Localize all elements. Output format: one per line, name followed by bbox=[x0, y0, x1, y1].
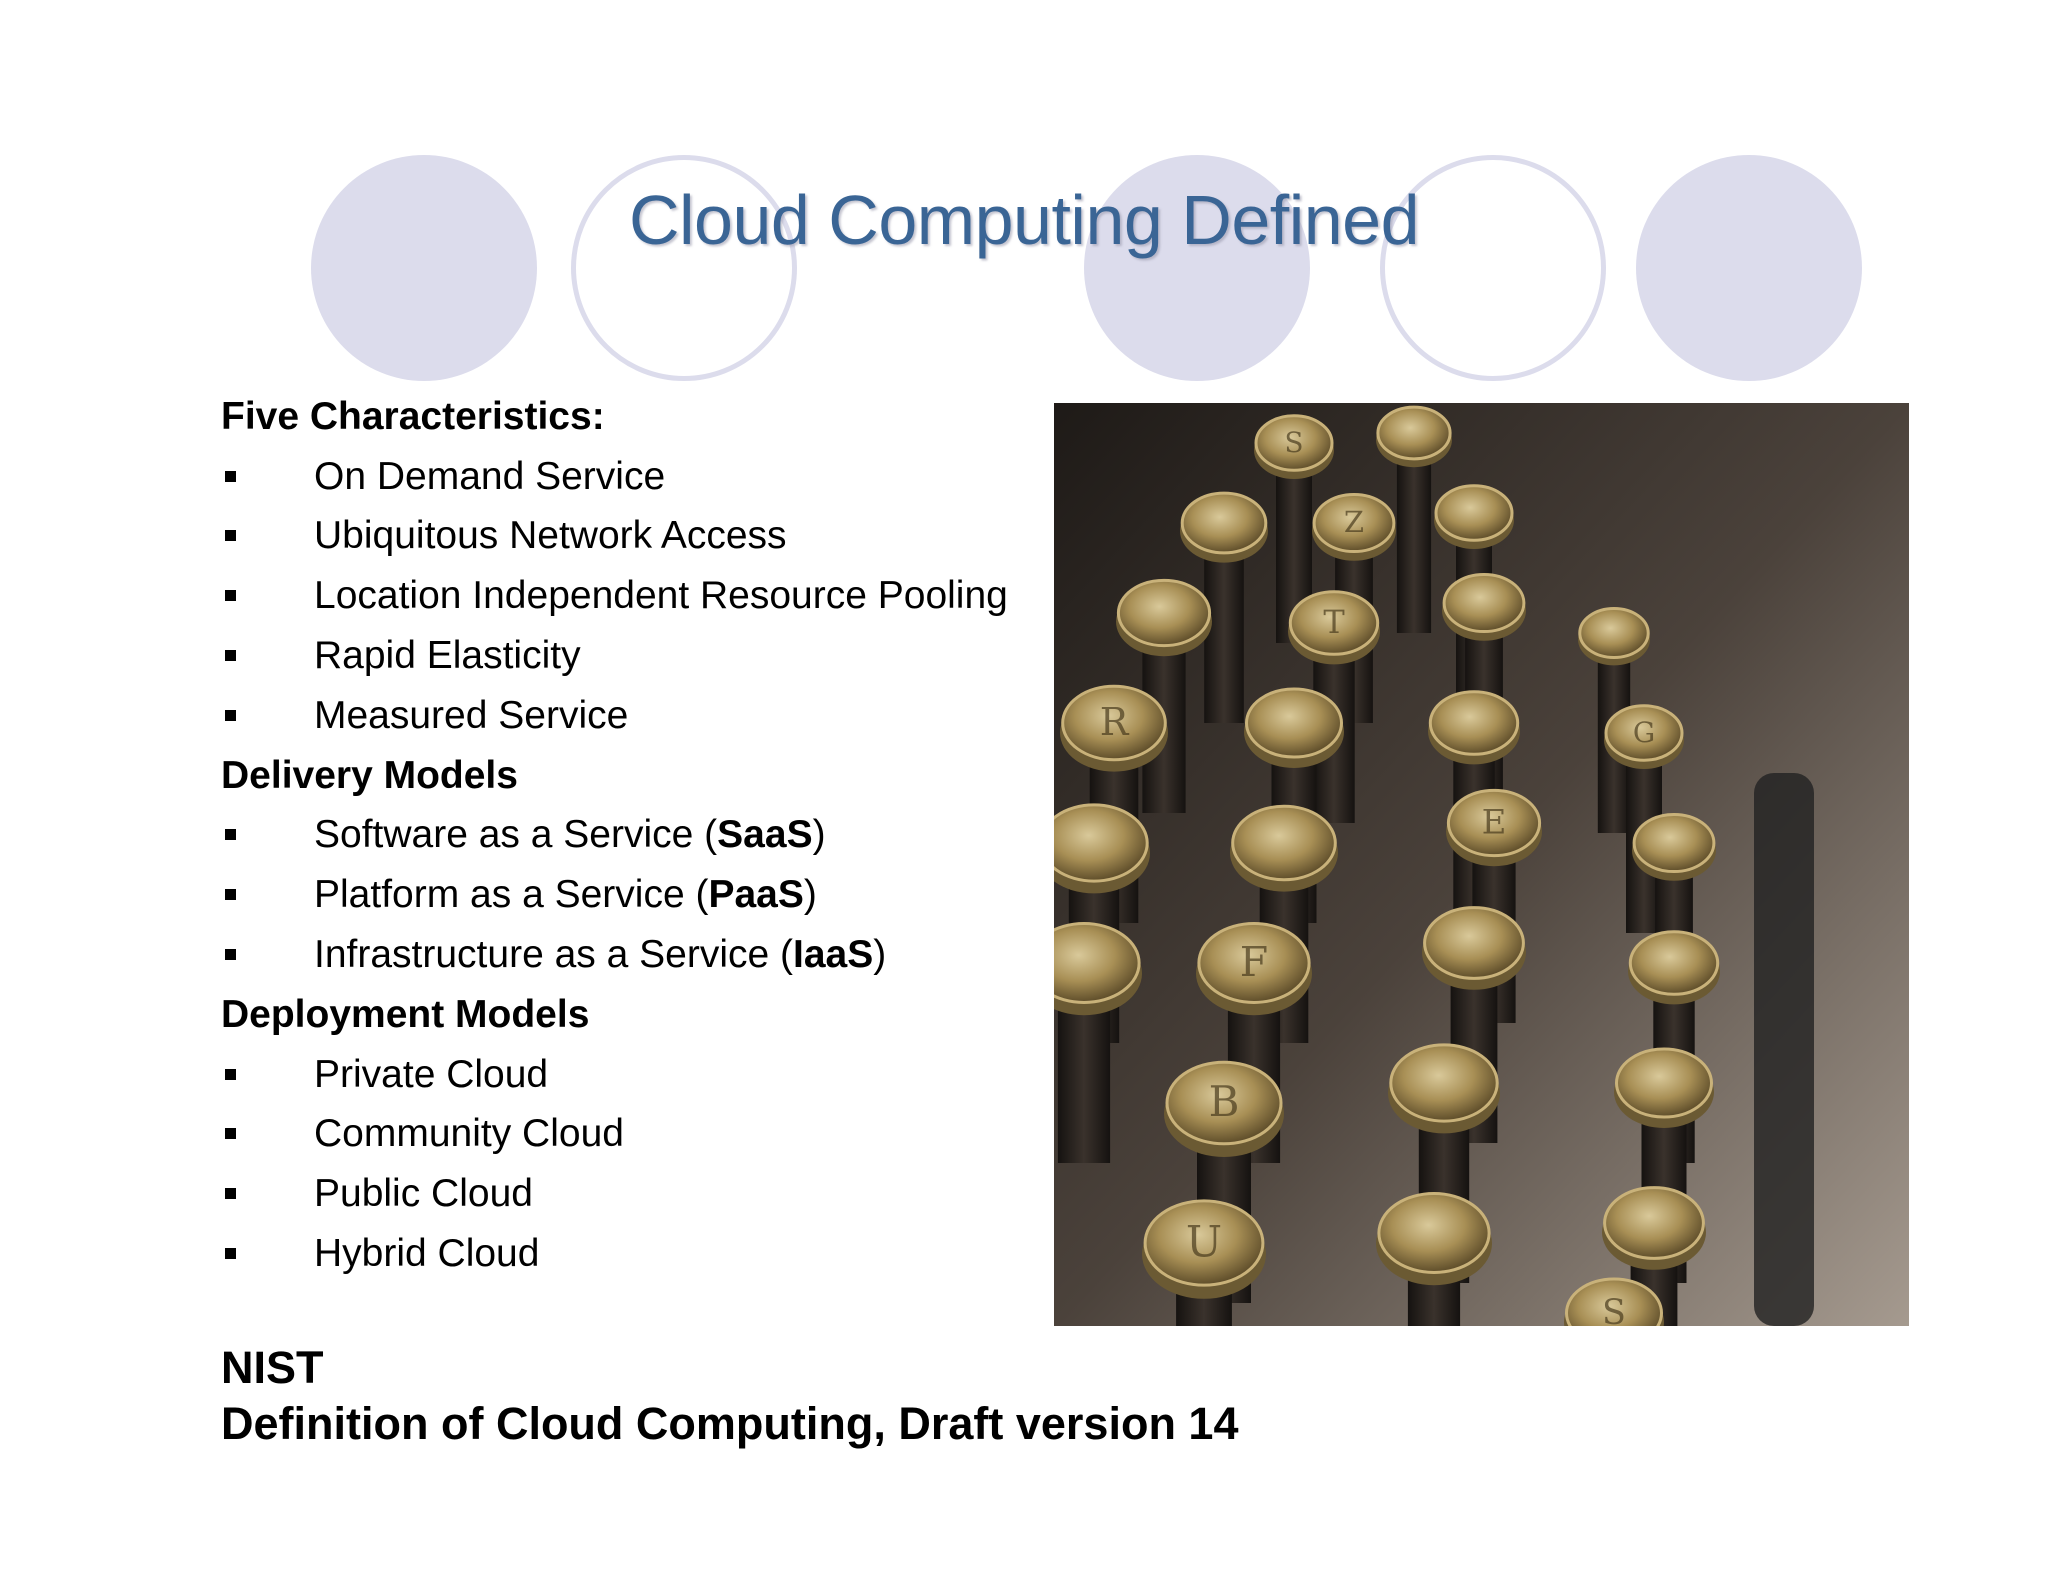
key-letter: G bbox=[1633, 716, 1655, 749]
acronym: SaaS bbox=[717, 813, 813, 857]
list-item-text: On Demand Service bbox=[314, 454, 666, 498]
key-letter: S bbox=[1284, 426, 1303, 459]
citation-title: Definition of Cloud Computing, Draft ver… bbox=[221, 1398, 1239, 1449]
key-cap bbox=[1288, 590, 1380, 656]
key-cap bbox=[1603, 1186, 1705, 1260]
section-heading: Deployment Models bbox=[221, 992, 590, 1036]
key-letter: B bbox=[1209, 1077, 1240, 1126]
key-letter: F bbox=[1240, 938, 1268, 986]
key-letter: U bbox=[1186, 1218, 1222, 1268]
decorative-circle bbox=[1380, 155, 1606, 381]
key-cap bbox=[1054, 922, 1141, 1004]
list-item: Ubiquitous Network Access bbox=[221, 507, 1051, 567]
acronym: PaaS bbox=[708, 873, 804, 917]
list-item-text: Community Cloud bbox=[314, 1112, 624, 1156]
key-letter: Z bbox=[1344, 505, 1364, 539]
typewriter-keys: S Z T R G E F B U S bbox=[1054, 405, 1720, 1326]
slide-content: Five Characteristics: On Demand Service … bbox=[221, 387, 1051, 1284]
list-item: On Demand Service bbox=[221, 447, 1051, 507]
list-item: Infrastructure as a Service (IaaS) bbox=[221, 925, 1051, 985]
key-cap bbox=[1604, 704, 1684, 762]
key-cap bbox=[1376, 405, 1452, 461]
key-cap bbox=[1061, 684, 1167, 762]
key-cap bbox=[1434, 484, 1514, 542]
key-cap bbox=[1428, 690, 1520, 756]
list-item: Public Cloud bbox=[221, 1164, 1051, 1224]
acronym: IaaS bbox=[793, 933, 874, 977]
list-item-text: ) bbox=[873, 933, 887, 977]
list-item-text: Infrastructure as a Service ( bbox=[314, 933, 794, 977]
key-cap bbox=[1116, 578, 1212, 648]
decorative-circle bbox=[311, 155, 537, 381]
list-item-text: Location Independent Resource Pooling bbox=[314, 574, 1008, 618]
key-cap bbox=[1254, 414, 1334, 472]
key-cap bbox=[1231, 804, 1337, 882]
list-item-text: Platform as a Service ( bbox=[314, 873, 709, 917]
list-item-text: ) bbox=[812, 813, 826, 857]
key-cap bbox=[1442, 572, 1526, 634]
list-item: Measured Service bbox=[221, 686, 1051, 746]
list-item-text: Public Cloud bbox=[314, 1172, 533, 1216]
key-cap bbox=[1143, 1199, 1265, 1287]
list-item: Software as a Service (SaaS) bbox=[221, 806, 1051, 866]
list-item-text: Software as a Service ( bbox=[314, 813, 718, 857]
source-citation: NIST Definition of Cloud Computing, Draf… bbox=[221, 1340, 1239, 1452]
key-cap bbox=[1446, 788, 1542, 858]
decorative-circle bbox=[1084, 155, 1310, 381]
key-cap bbox=[1628, 930, 1720, 996]
decorative-circle bbox=[571, 155, 797, 381]
key-cap bbox=[1615, 1047, 1713, 1119]
list-item: Location Independent Resource Pooling bbox=[221, 566, 1051, 626]
list-item: Rapid Elasticity bbox=[221, 626, 1051, 686]
list-item: Private Cloud bbox=[221, 1045, 1051, 1105]
key-cap bbox=[1377, 1192, 1491, 1274]
key-cap bbox=[1423, 906, 1525, 980]
list-item-text: ) bbox=[803, 873, 817, 917]
list-item: Platform as a Service (PaaS) bbox=[221, 865, 1051, 925]
key-cap bbox=[1165, 1060, 1283, 1146]
list-item-text: Measured Service bbox=[314, 693, 629, 737]
key-letter: E bbox=[1482, 803, 1507, 843]
list-item-text: Rapid Elasticity bbox=[314, 634, 581, 678]
key-cap bbox=[1245, 687, 1343, 759]
section-heading: Five Characteristics: bbox=[221, 394, 605, 438]
key-cap bbox=[1054, 803, 1149, 883]
typewriter-keys-illustration: S Z T R G E F B U S bbox=[1054, 403, 1909, 1326]
typewriter-keys-photo: S Z T R G E F B U S bbox=[1054, 403, 1909, 1326]
key-cap bbox=[1312, 492, 1396, 554]
list-item-text: Ubiquitous Network Access bbox=[314, 514, 787, 558]
key-cap bbox=[1180, 491, 1268, 555]
key-cap bbox=[1565, 1277, 1663, 1326]
key-cap bbox=[1389, 1043, 1499, 1123]
list-item: Hybrid Cloud bbox=[221, 1224, 1051, 1284]
key-letter: T bbox=[1323, 603, 1345, 641]
key-cap bbox=[1578, 607, 1650, 659]
list-item: Community Cloud bbox=[221, 1105, 1051, 1165]
list-item-text: Hybrid Cloud bbox=[314, 1232, 540, 1276]
key-letter: S bbox=[1602, 1293, 1626, 1326]
key-cap bbox=[1632, 812, 1716, 874]
decorative-circle bbox=[1636, 155, 1862, 381]
slide-title: Cloud Computing Defined bbox=[628, 181, 1420, 259]
key-letter: R bbox=[1100, 700, 1130, 744]
section-heading: Delivery Models bbox=[221, 753, 518, 797]
citation-org: NIST bbox=[221, 1342, 324, 1393]
typewriter-frame bbox=[1754, 773, 1814, 1326]
key-cap bbox=[1197, 922, 1311, 1004]
list-item-text: Private Cloud bbox=[314, 1052, 549, 1096]
